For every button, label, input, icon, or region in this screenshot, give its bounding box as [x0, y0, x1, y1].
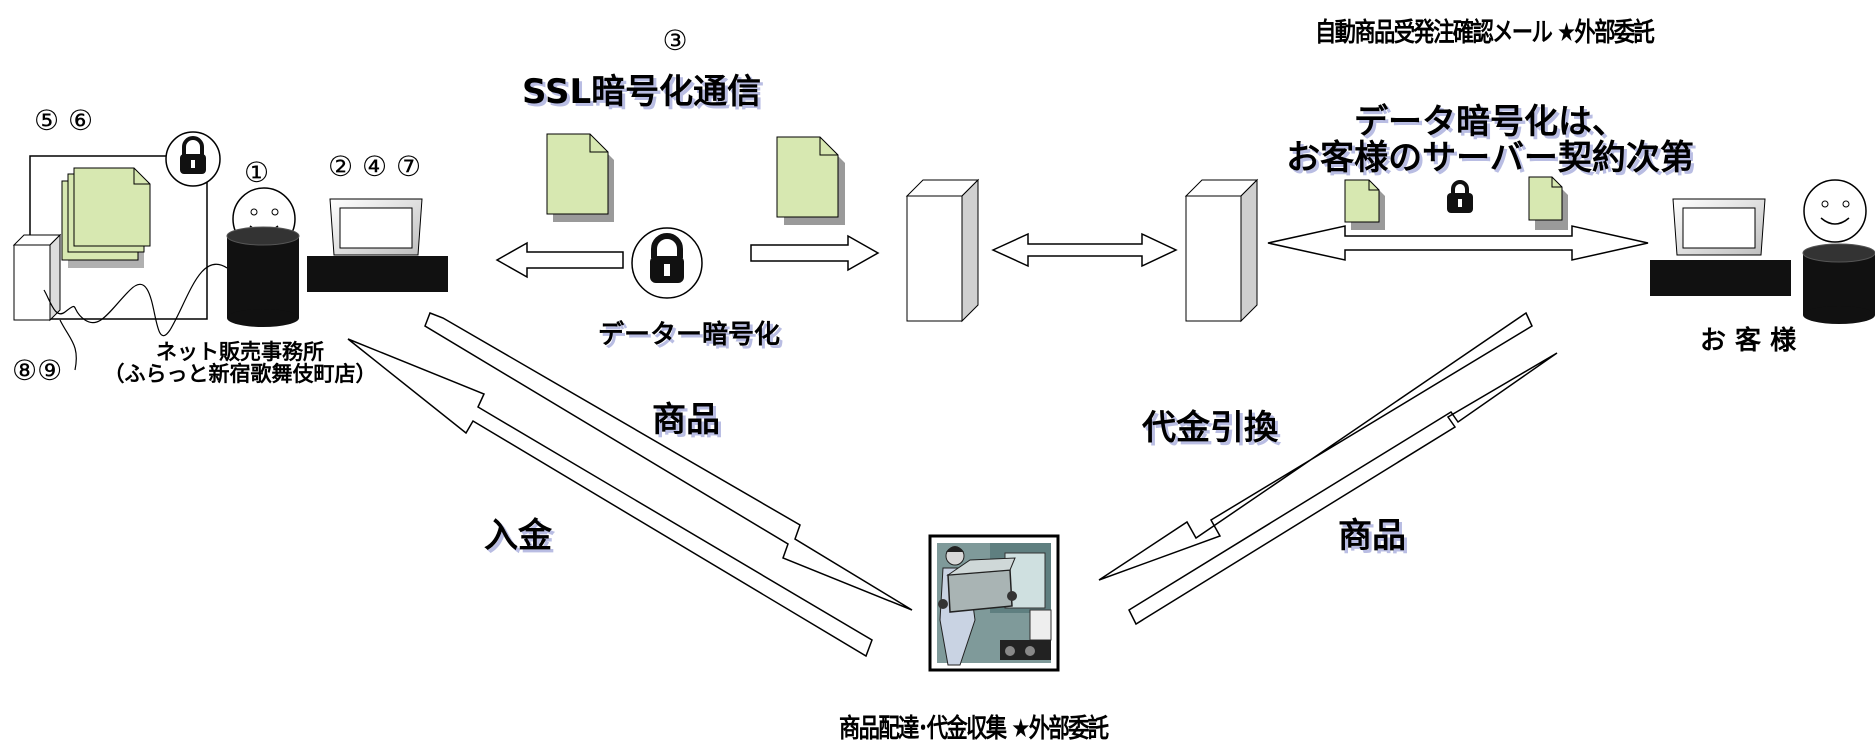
payment-arrow-left: [347, 338, 873, 658]
ssl-title: SSL暗号化通信: [522, 72, 762, 112]
data-encryption-label: データー暗号化: [598, 320, 781, 350]
lock-icon: [1447, 180, 1473, 213]
customer-pc-icon: [1650, 198, 1791, 296]
encryption-note-line1: データ暗号化は、: [1354, 102, 1626, 142]
ssl-arrow-left: [495, 241, 624, 279]
server-icon: [1184, 178, 1259, 323]
cabinet-icon: [12, 233, 62, 322]
customer-user-icon: [1803, 179, 1867, 243]
document-icon: [1344, 179, 1385, 230]
database-icon: [226, 226, 300, 327]
database-icon: [1802, 243, 1875, 324]
customer-link-arrow: [1267, 225, 1649, 261]
customer-label: お 客 様: [1700, 326, 1797, 356]
ssl-step-number: ③: [662, 24, 688, 57]
server-icon: [905, 178, 980, 323]
encryption-note-line2: お客様のサーバー契約次第: [1286, 138, 1694, 178]
step-numbers-8-9: ⑧⑨: [12, 354, 63, 387]
email-outsourcing-note: 自動商品受発注確認メール ★外部委託: [1315, 18, 1655, 48]
office-name: ネット販売事務所: [156, 340, 324, 364]
cable-line: [43, 263, 228, 337]
goods-arrow-left: [424, 312, 913, 611]
document-stack-icon: [61, 167, 151, 268]
document-icon: [776, 136, 845, 225]
document-icon: [1528, 176, 1568, 230]
cod-arrow-right: [1098, 311, 1533, 581]
step-numbers-2-4-7: ② ④ ⑦: [328, 150, 422, 183]
goods-arrow-right: [1128, 352, 1558, 626]
lock-circle-icon: [165, 131, 221, 187]
cable-line: [59, 319, 77, 371]
document-icon: [546, 133, 614, 222]
office-pc-icon: [307, 198, 448, 292]
office-branch: （ふらっと新宿歌舞伎町店）: [103, 362, 377, 386]
payment-label: 入金: [484, 516, 552, 556]
step-number-1: ①: [244, 156, 270, 189]
server-link-arrow: [991, 232, 1178, 268]
delivery-outsourcing-note: 商品配達･代金収集 ★外部委託: [839, 714, 1109, 744]
goods-label-left: 商品: [652, 400, 720, 440]
goods-label-right: 商品: [1338, 516, 1406, 556]
ssl-arrow-right: [750, 234, 880, 272]
cod-label: 代金引換: [1142, 408, 1278, 448]
step-numbers-5-6: ⑤ ⑥: [34, 104, 94, 137]
lock-circle-icon: [631, 227, 703, 299]
delivery-worker-image: [928, 534, 1060, 672]
